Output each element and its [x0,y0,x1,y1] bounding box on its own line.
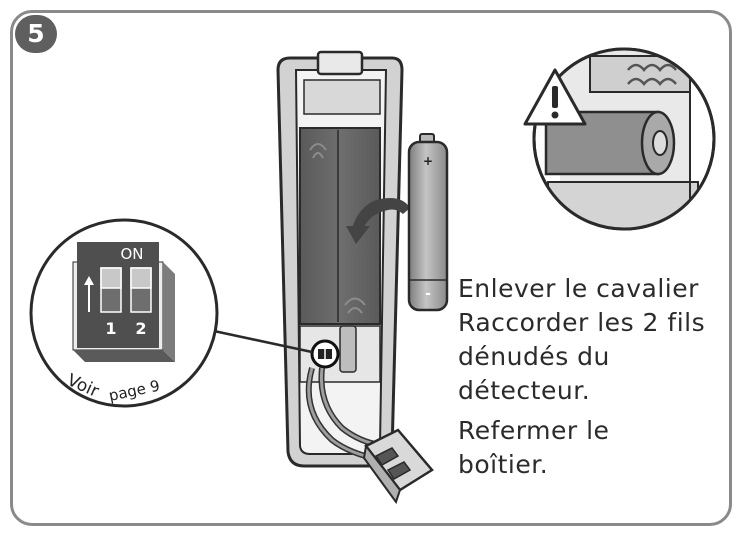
dip-switch-2-label: 2 [135,319,146,338]
instructions-text: Enlever le cavalier Raccorder les 2 fils… [458,272,738,482]
device-casing [276,50,404,468]
instruction-connect-line-1: Raccorder les 2 fils [458,308,706,337]
instruction-remove-jumper: Enlever le cavalier [458,274,699,303]
warning-icon [523,68,587,126]
step-number-badge: 5 [15,15,57,53]
instruction-connect-line-3: détecteur. [458,376,591,405]
battery-negative-label: - [425,286,431,302]
instruction-close-line-2: boîtier. [458,450,549,479]
callout-line [199,326,313,354]
dip-on-label: ON [120,245,143,263]
dip-switch-zoom-view: ON 1 2 Voir page 9 [29,218,219,408]
rotate-arrow-icon [346,198,410,244]
terminal-zoom-view [532,47,716,231]
instruction-connect-line-2: dénudés du [458,342,610,371]
dip-switch-1-label: 1 [105,319,116,338]
battery-positive-label: + [423,154,433,168]
aa-battery: + - [407,133,449,312]
up-arrow-icon [84,276,94,312]
instruction-close-line-1: Refermer le [458,416,610,445]
wires-and-connector [305,367,434,505]
